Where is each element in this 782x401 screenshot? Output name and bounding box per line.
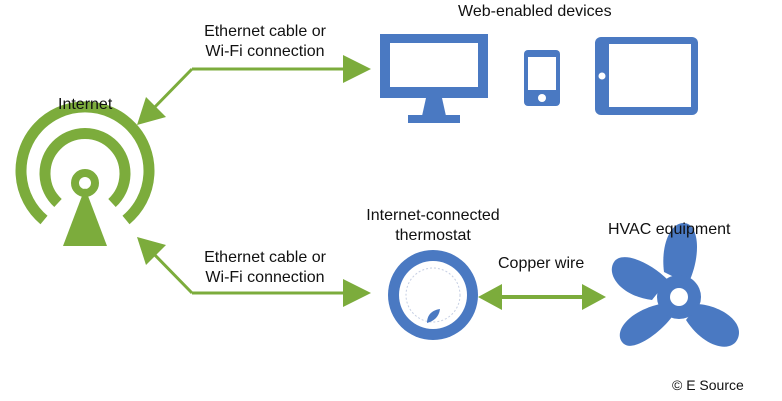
bottom-connection-label: Ethernet cable or Wi-Fi connection — [190, 248, 340, 288]
top-connection-line1: Ethernet cable or — [204, 23, 326, 40]
bottom-connection-line1: Ethernet cable or — [204, 249, 326, 266]
copper-wire-arrow — [478, 284, 606, 310]
top-connection-label: Ethernet cable or Wi-Fi connection — [190, 22, 340, 62]
broadcast-tower-icon — [15, 101, 155, 246]
thermostat-line1: Internet-connected — [366, 207, 500, 224]
thermostat-label: Internet-connected thermostat — [358, 206, 508, 246]
desktop-monitor-icon — [380, 34, 488, 123]
web-devices-label: Web-enabled devices — [458, 3, 612, 20]
thermostat-icon — [388, 250, 478, 340]
top-connection-line2: Wi-Fi connection — [205, 43, 325, 60]
copper-wire-label: Copper wire — [498, 255, 585, 272]
smartphone-icon — [524, 50, 560, 106]
internet-thermostat-arrow — [137, 237, 371, 307]
tablet-icon — [595, 37, 698, 115]
internet-label: Internet — [58, 96, 113, 113]
bottom-connection-line2: Wi-Fi connection — [205, 269, 325, 286]
copyright-label: © E Source — [672, 377, 744, 393]
fan-icon — [611, 223, 739, 347]
thermostat-line2: thermostat — [395, 227, 471, 244]
hvac-label: HVAC equipment — [608, 221, 731, 238]
internet-devices-arrow — [137, 55, 371, 125]
